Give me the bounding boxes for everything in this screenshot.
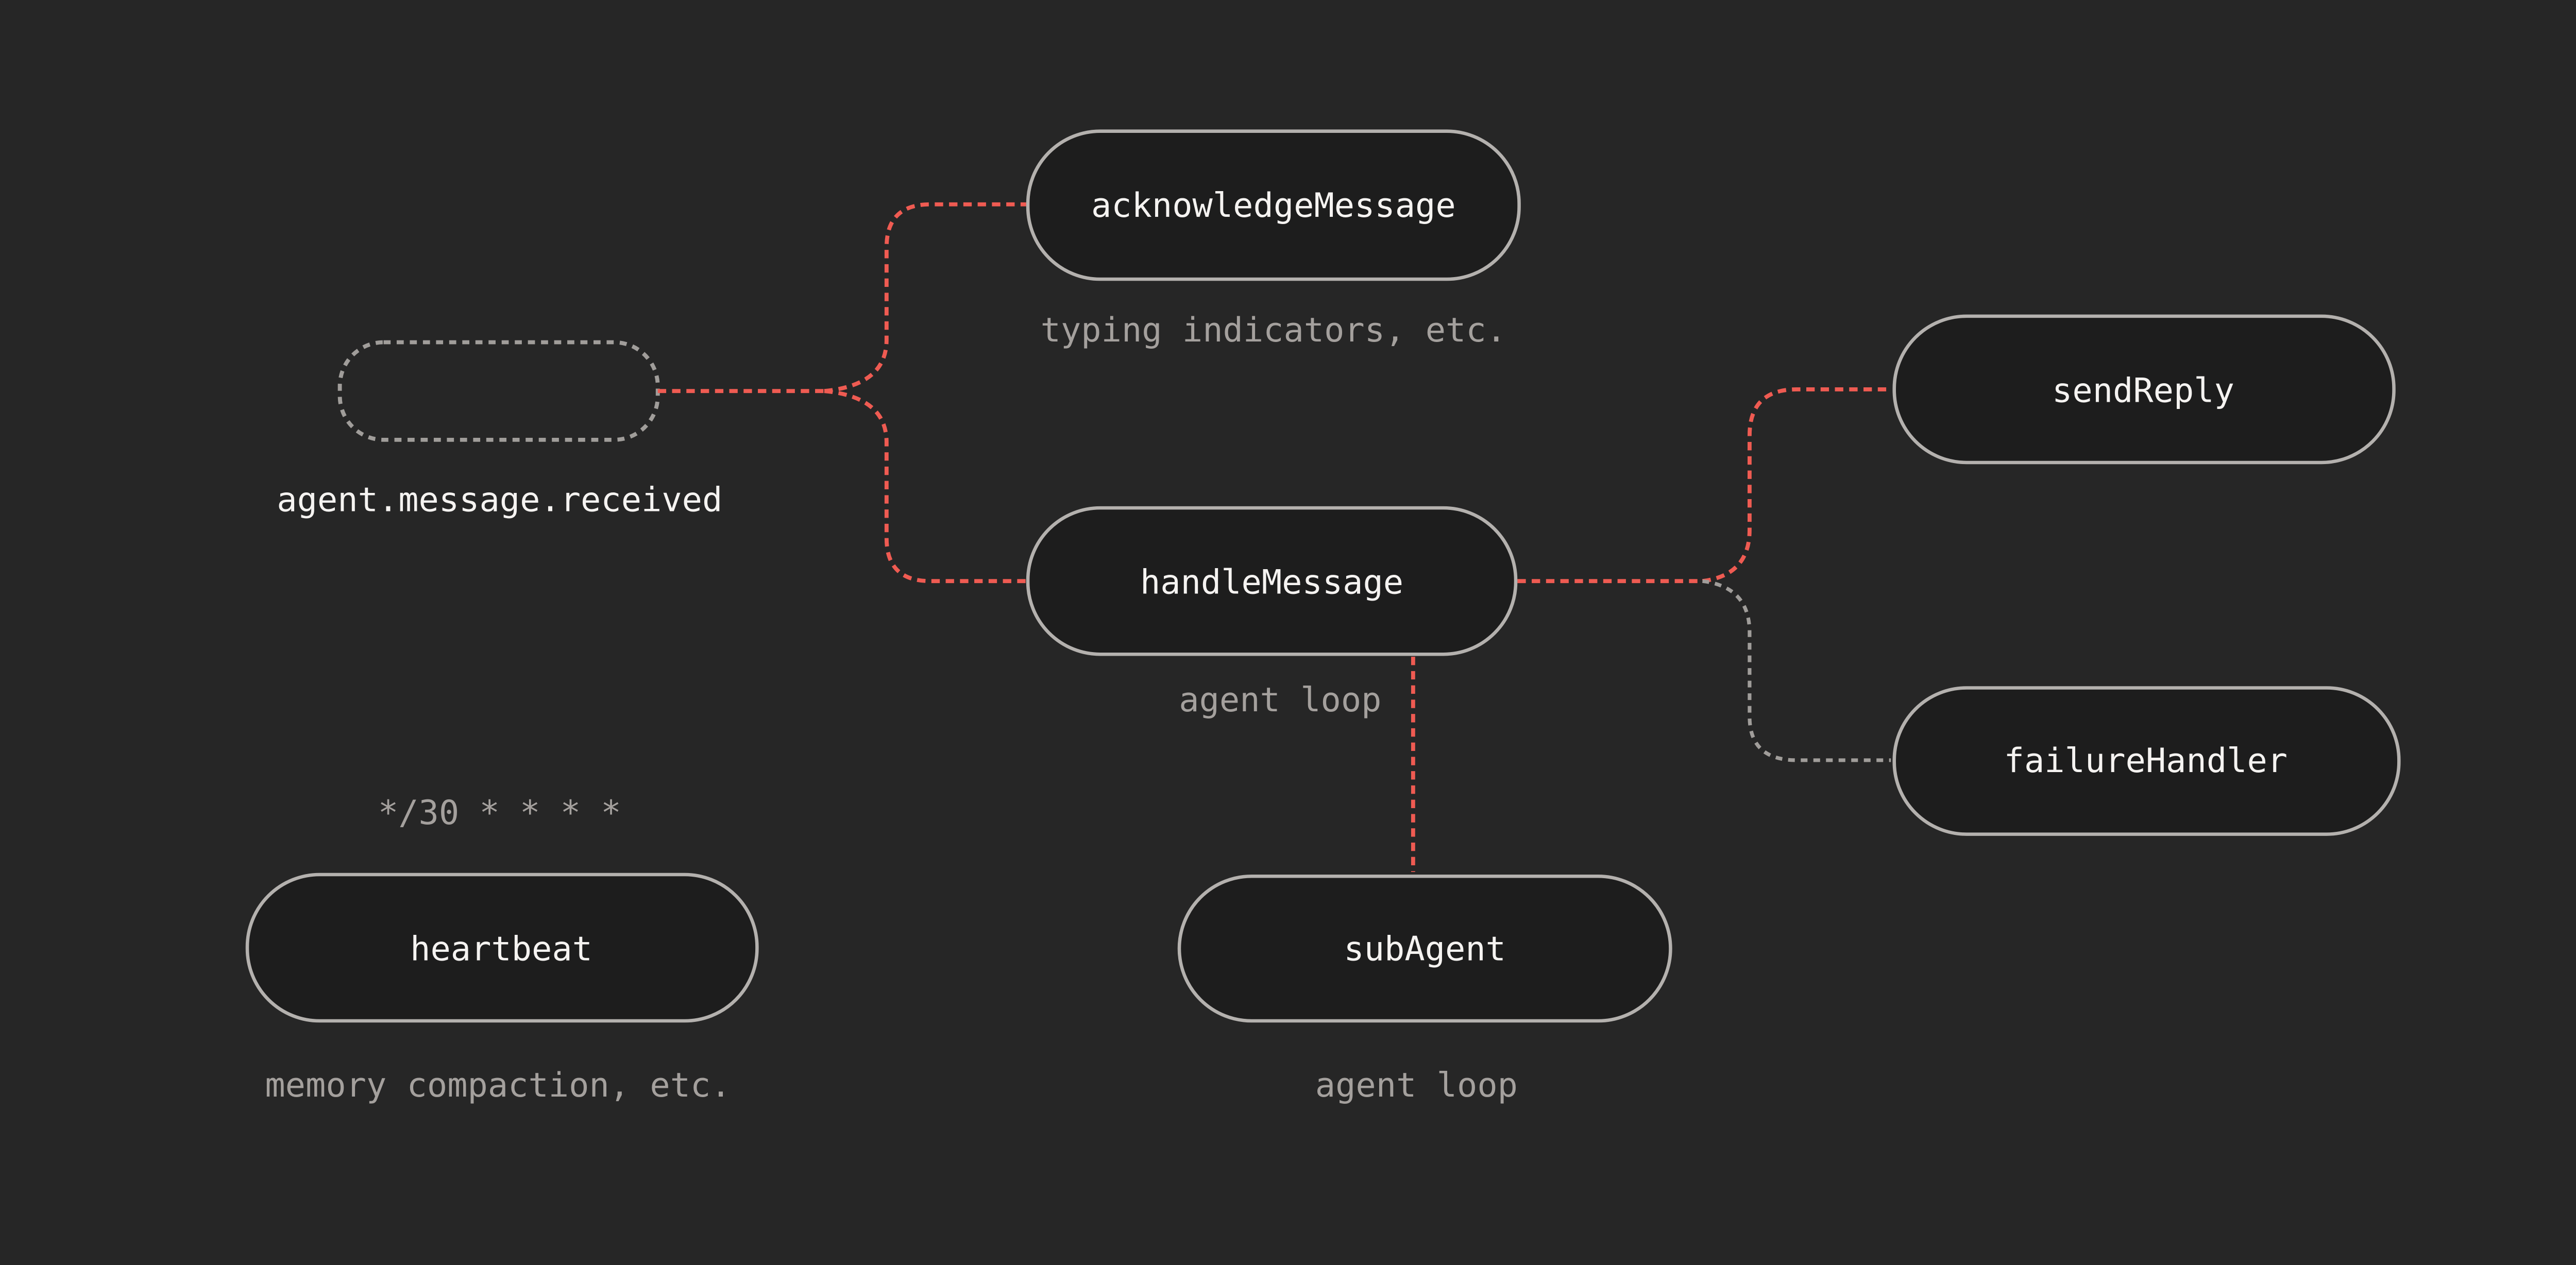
caption-sub-agent: agent loop: [1315, 1064, 1518, 1105]
node-send-reply-label: sendReply: [2052, 369, 2234, 410]
edge-trigger-to-acknowledge: [824, 202, 1026, 394]
node-sub-agent-label: subAgent: [1344, 927, 1506, 968]
node-heartbeat: heartbeat: [245, 873, 758, 1023]
edge-handle-to-failurehandler: [1702, 579, 1891, 762]
node-failure-handler-label: failureHandler: [2004, 740, 2288, 781]
node-sub-agent: subAgent: [1177, 874, 1672, 1022]
node-acknowledge-message-label: acknowledgeMessage: [1091, 184, 1456, 225]
node-handle-message-label: handleMessage: [1140, 560, 1404, 602]
edge-trigger-to-handle: [824, 389, 1026, 584]
node-failure-handler: failureHandler: [1891, 685, 2400, 835]
edge-handle-to-sendreply: [1702, 387, 1891, 584]
caption-heartbeat-schedule: */30 * * * *: [378, 792, 621, 833]
node-heartbeat-label: heartbeat: [410, 927, 592, 968]
caption-acknowledge-message: typing indicators, etc.: [1040, 309, 1507, 350]
node-handle-message: handleMessage: [1026, 506, 1518, 656]
node-acknowledge-message: acknowledgeMessage: [1026, 128, 1521, 280]
node-event-trigger: [337, 340, 660, 442]
caption-handle-message: agent loop: [1179, 679, 1382, 720]
caption-heartbeat: memory compaction, etc.: [265, 1064, 731, 1105]
label-event-trigger: agent.message.received: [277, 479, 723, 520]
node-send-reply: sendReply: [1891, 314, 2395, 465]
